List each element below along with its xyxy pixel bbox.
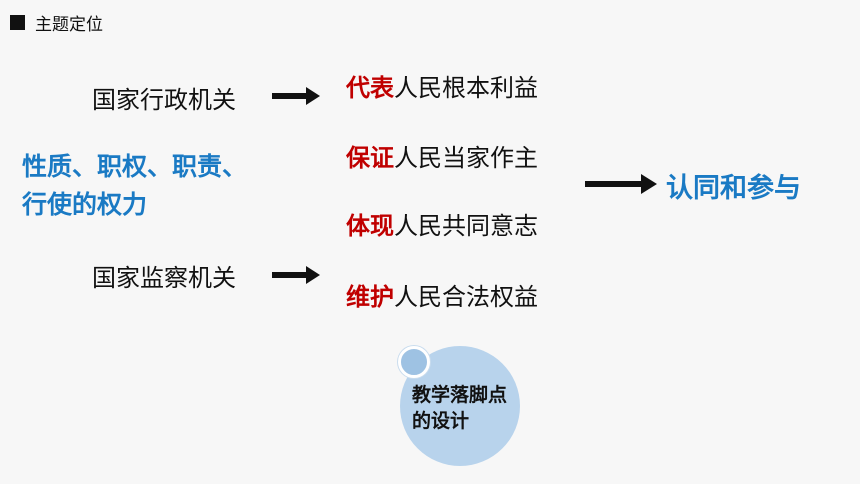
nature-line-1: 性质、职权、职责、 [22,152,248,181]
duty-item: 保证人民当家作主 [346,138,538,173]
executive-agency-label: 国家行政机关 [92,86,236,114]
header-square-icon [10,14,25,30]
duty-verb: 保证 [346,144,394,172]
supervisory-agency-label: 国家监察机关 [92,264,236,292]
teaching-point-text: 教学落脚点 的设计 [412,382,507,434]
duty-item: 代表人民根本利益 [346,68,538,103]
duty-text: 人民合法权益 [394,283,538,311]
result-text: 认同和参与 [666,173,801,204]
duty-text: 人民当家作主 [394,144,538,172]
duty-verb: 体现 [346,212,394,240]
nature-powers-text: 性质、职权、职责、 行使的权力 [22,148,247,224]
duty-item: 维护人民合法权益 [346,277,538,312]
teaching-point-line-1: 教学落脚点 [412,384,508,406]
decorative-dot-icon [398,346,430,378]
arrow-right-icon [272,87,320,105]
duty-verb: 代表 [346,74,394,102]
arrow-right-icon [272,266,320,284]
teaching-point-line-2: 的设计 [412,410,470,432]
header: 主题定位 [10,10,103,35]
long-arrow-right-icon [585,174,657,194]
duty-text: 人民根本利益 [394,74,538,102]
nature-line-2: 行使的权力 [22,190,148,219]
duty-text: 人民共同意志 [394,212,538,240]
header-title: 主题定位 [35,14,103,35]
duty-item: 体现人民共同意志 [346,206,538,241]
duty-verb: 维护 [346,283,394,311]
